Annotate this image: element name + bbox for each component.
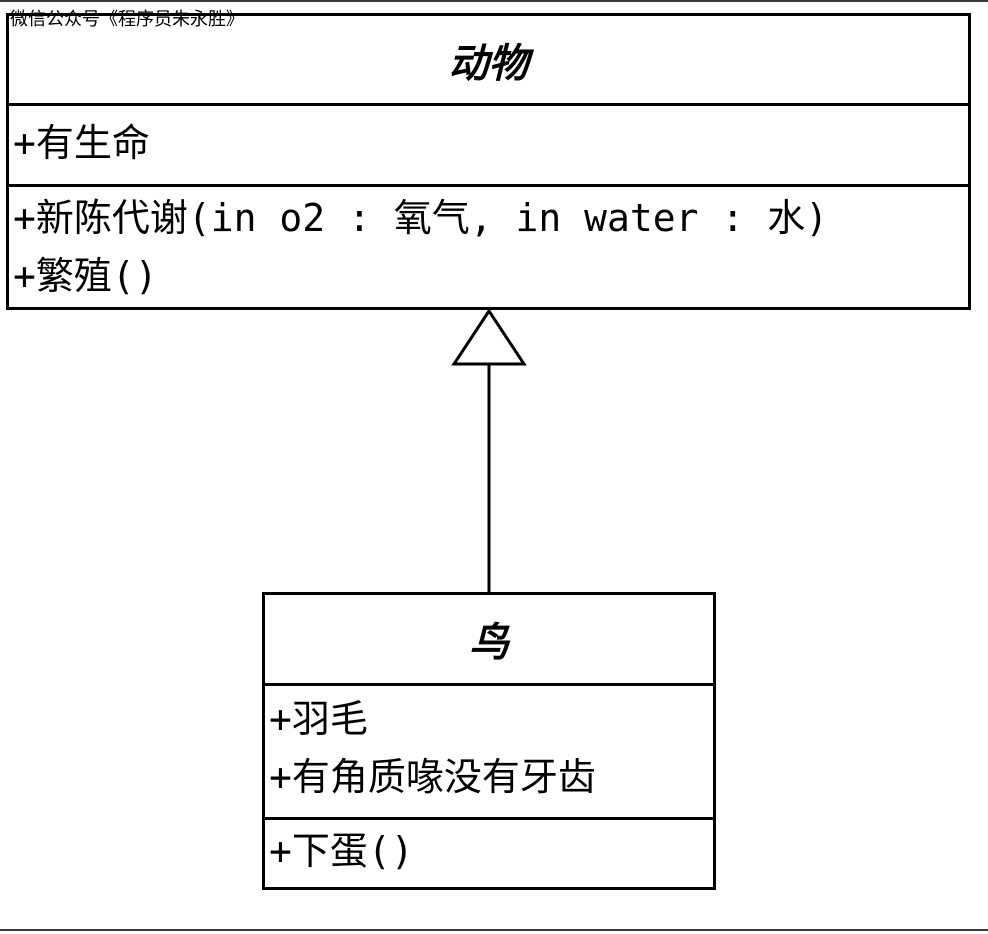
class-name-bird: 鸟 [265,595,713,686]
operations-section-bird: +下蛋() [265,817,713,880]
operation-item: +下蛋() [269,829,414,873]
hollow-triangle-arrowhead [451,308,527,366]
attribute-item: +羽毛 [269,697,368,741]
operation-item: +繁殖() [13,254,158,298]
class-box-bird[interactable]: 鸟 +羽毛 +有角质喙没有牙齿 +下蛋() [262,592,716,890]
class-box-animal[interactable]: 动物 +有生命 +新陈代谢(in o2 : 氧气, in water : 水) … [6,13,971,310]
attribute-item: +有角质喙没有牙齿 [269,755,596,799]
operations-section-animal: +新陈代谢(in o2 : 氧气, in water : 水) +繁殖() [9,184,968,305]
watermark-text: 微信公众号《程序员朱永胜》 [10,9,244,30]
attributes-section-animal: +有生命 [9,106,968,184]
attributes-section-bird: +羽毛 +有角质喙没有牙齿 [265,686,713,817]
attribute-item: +有生命 [13,121,150,165]
operation-item: +新陈代谢(in o2 : 氧气, in water : 水) [13,196,829,240]
bottom-border-rule [0,929,988,931]
class-name-animal: 动物 [9,16,968,106]
top-border-rule [0,0,988,2]
